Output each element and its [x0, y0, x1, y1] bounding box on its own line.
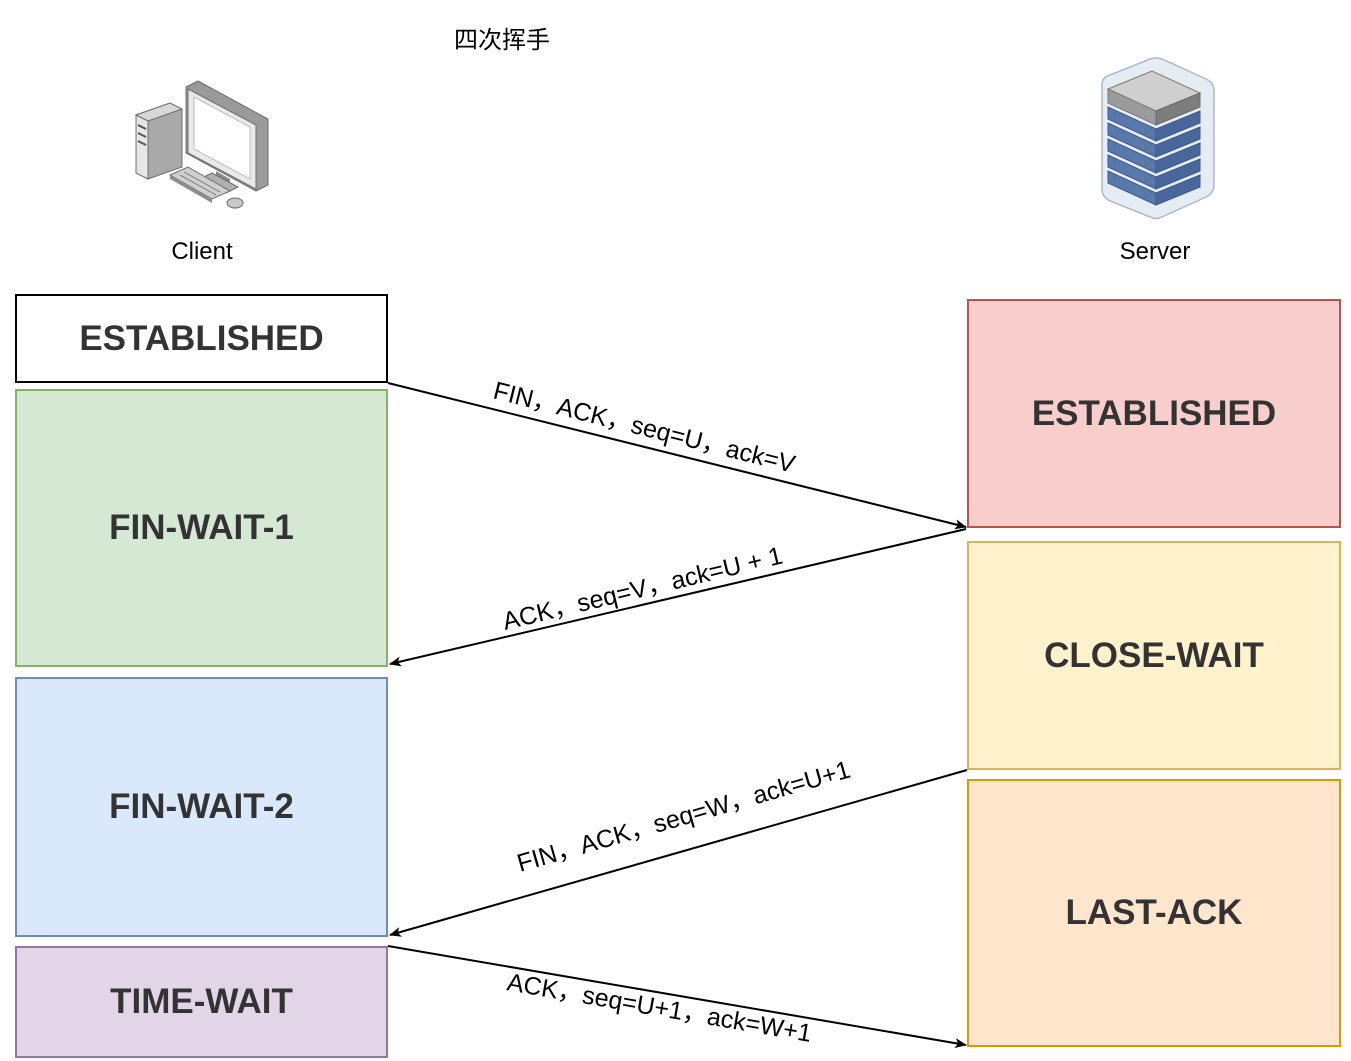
desktop-computer-icon — [134, 80, 269, 209]
arrow-fin-ack-2 — [389, 769, 968, 937]
arrow-ack-1 — [389, 528, 967, 667]
arrow-fin-ack-1 — [387, 382, 967, 530]
message-label: ACK，seq=U+1，ack=W+1 — [505, 968, 814, 1048]
client-state-fin-wait-1: FIN-WAIT-1 — [15, 389, 388, 667]
client-state-time-wait: TIME-WAIT — [15, 946, 388, 1058]
server-state-last-ack: LAST-ACK — [967, 779, 1341, 1047]
server-rack-icon — [1101, 57, 1215, 220]
server-state-established: ESTABLISHED — [967, 299, 1341, 528]
server-state-close-wait: CLOSE-WAIT — [967, 541, 1341, 770]
message-label: FIN，ACK，seq=U，ack=V — [491, 377, 799, 479]
client-state-fin-wait-2: FIN-WAIT-2 — [15, 677, 388, 937]
client-label: Client — [171, 238, 233, 265]
client-state-established: ESTABLISHED — [15, 294, 388, 383]
diagram-title: 四次挥手 — [454, 26, 550, 54]
server-label: Server — [1119, 238, 1191, 265]
message-label: ACK，seq=V，ack=U + 1 — [500, 542, 786, 636]
arrow-ack-2 — [387, 945, 967, 1049]
